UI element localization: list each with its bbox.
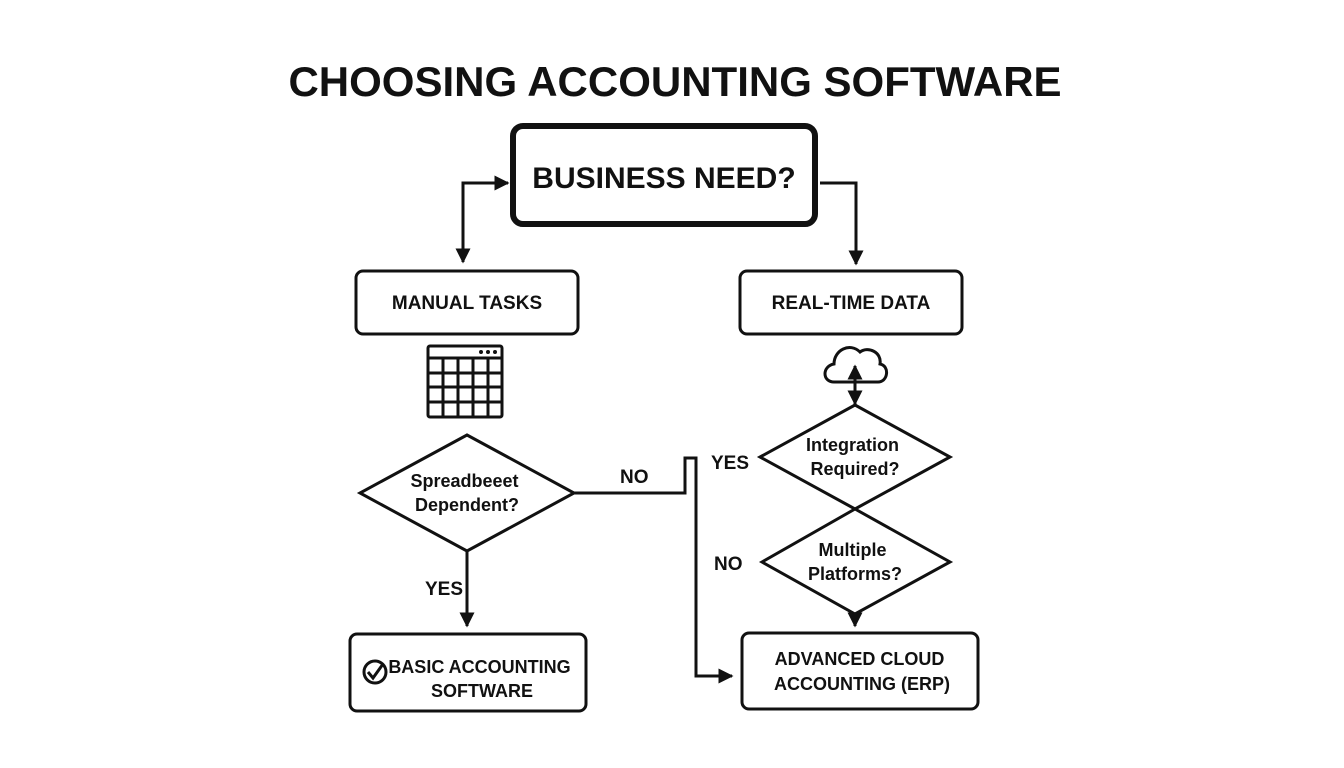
node-real-time-data: REAL-TIME DATA: [738, 269, 964, 336]
node-spreadsheet-dependent-label: Spreadbeeet Dependent?: [410, 471, 523, 515]
node-multiple-platforms-label: Multiple Platforms?: [808, 540, 902, 584]
node-manual-tasks: MANUAL TASKS: [354, 269, 580, 336]
node-spreadsheet-dependent: Spreadbeeet Dependent?: [356, 433, 578, 553]
spreadsheet-grid-icon: [426, 344, 504, 419]
edge-label-integration-yes: YES: [711, 453, 749, 474]
node-integration-required-label: Integration Required?: [806, 435, 904, 479]
node-advanced-cloud: ADVANCED CLOUD ACCOUNTING (ERP): [740, 631, 980, 711]
edge-label-spreadsheet-no: NO: [620, 467, 649, 488]
node-business-need: BUSINESS NEED?: [510, 123, 818, 227]
node-basic-accounting-label: BASIC ACCOUNTING SOFTWARE: [388, 657, 575, 701]
node-basic-accounting: BASIC ACCOUNTING SOFTWARE: [348, 632, 588, 713]
edge-need-to-manual: [455, 175, 510, 264]
node-business-need-label: BUSINESS NEED?: [532, 162, 795, 195]
node-real-time-data-label: REAL-TIME DATA: [772, 293, 931, 314]
edge-spreadsheet-no: [574, 456, 734, 684]
check-circle-icon: [362, 659, 388, 685]
edge-label-spreadsheet-yes: YES: [425, 579, 463, 600]
diagram-title: CHOOSING ACCOUNTING SOFTWARE: [288, 58, 1061, 105]
node-advanced-cloud-label: ADVANCED CLOUD ACCOUNTING (ERP): [774, 649, 950, 694]
cloud-sync-icon: [823, 346, 888, 406]
node-multiple-platforms: Multiple Platforms?: [758, 507, 954, 616]
edge-label-platforms-no: NO: [714, 554, 743, 575]
edge-need-to-realtime: [820, 181, 864, 266]
node-integration-required: Integration Required?: [756, 403, 954, 511]
node-manual-tasks-label: MANUAL TASKS: [392, 293, 542, 314]
